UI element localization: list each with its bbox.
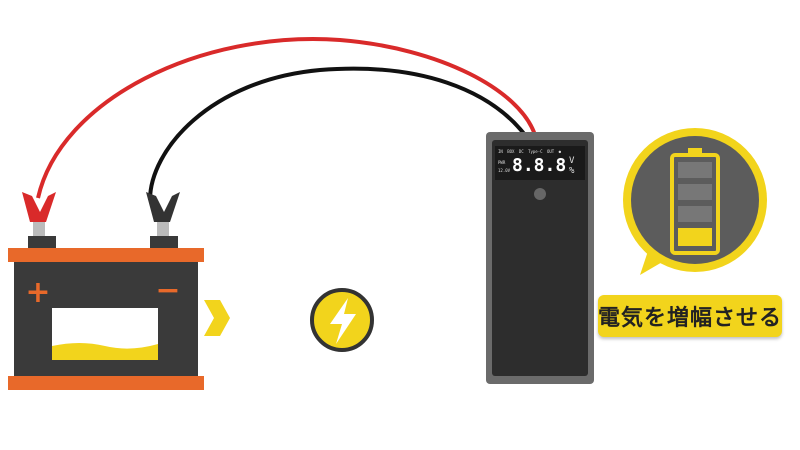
plus-symbol: +: [25, 275, 50, 310]
display-unit-percent: %: [569, 166, 575, 176]
power-button[interactable]: [534, 188, 546, 200]
car-battery: + −: [8, 236, 204, 390]
caption-label: 電気を増幅させる: [598, 295, 782, 337]
red-clamp: [22, 192, 56, 236]
battery-level-bubble: [623, 128, 767, 275]
minus-symbol: −: [155, 273, 180, 308]
red-cable: [36, 37, 537, 199]
display-digits: 8.8.8: [512, 155, 567, 176]
display-label-1: PWR: [498, 160, 506, 165]
display-label-2: 12.0V: [498, 168, 511, 173]
jump-starter-device: [486, 132, 594, 384]
flow-arrow-icon: [204, 300, 230, 336]
display-indicators: IN BOX DC Type-C OUT ●: [498, 149, 561, 154]
display-unit-volt: V: [569, 156, 575, 166]
black-clamp: [146, 192, 180, 236]
black-cable: [148, 66, 527, 201]
battery-level-fill: [678, 228, 712, 246]
lightning-icon: [310, 288, 374, 352]
